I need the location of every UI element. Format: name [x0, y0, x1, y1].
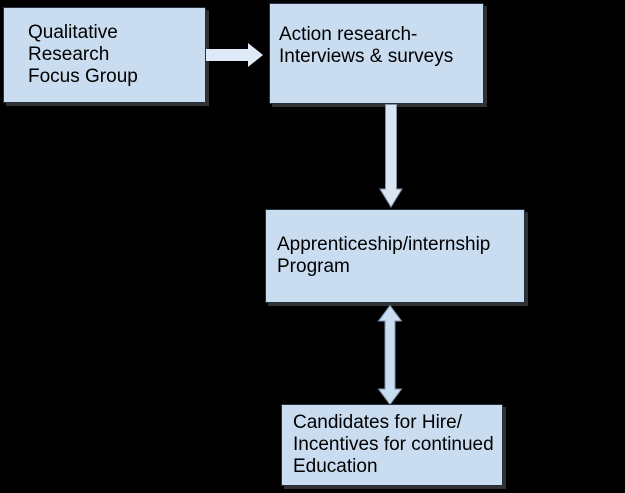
- arrow-double-vertical-icon: [377, 305, 403, 405]
- node-label: Candidates for Hire/ Incentives for cont…: [293, 412, 494, 477]
- node-qualitative-research-focus-group: Qualitative Research Focus Group: [3, 7, 206, 103]
- node-label: Qualitative Research Focus Group: [28, 22, 138, 87]
- node-candidates-for-hire-incentives: Candidates for Hire/ Incentives for cont…: [281, 404, 503, 486]
- node-action-research-interviews-surveys: Action research- Interviews & surveys: [269, 3, 484, 104]
- arrow-down-icon: [379, 104, 403, 208]
- arrow-right-icon: [206, 43, 263, 67]
- node-label: Action research- Interviews & surveys: [279, 24, 454, 67]
- node-apprenticeship-internship-program: Apprenticeship/internship Program: [265, 209, 525, 303]
- node-label: Apprenticeship/internship Program: [277, 234, 491, 277]
